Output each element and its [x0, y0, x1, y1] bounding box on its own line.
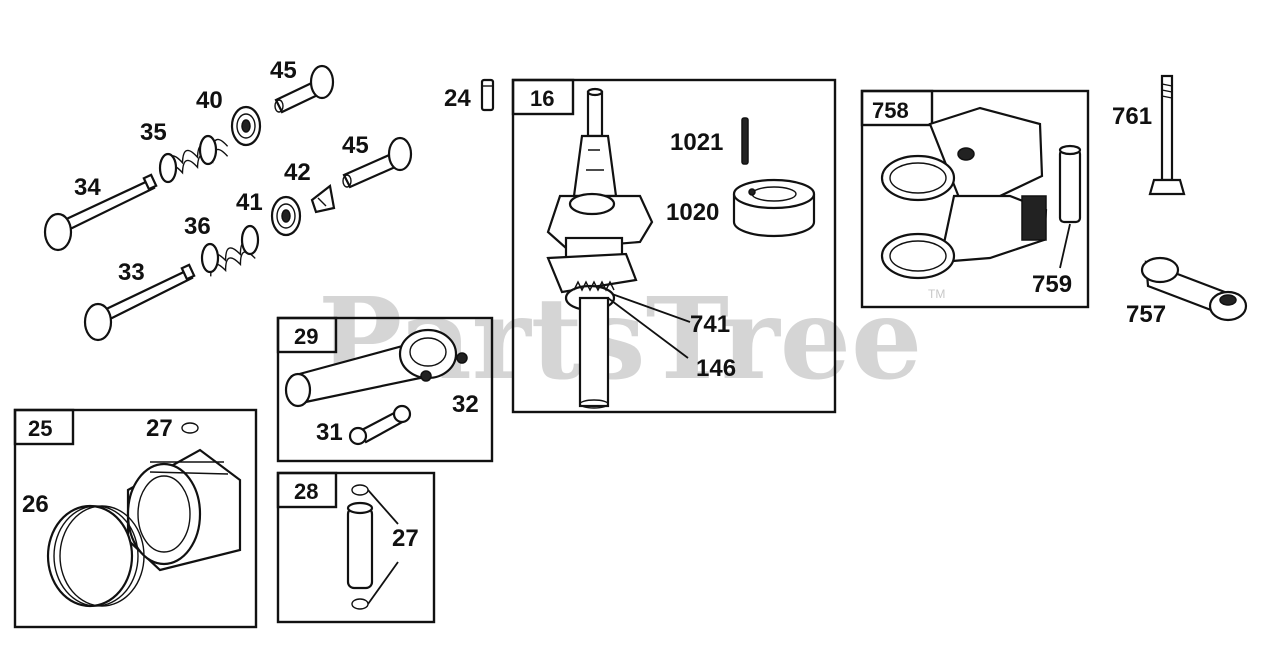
callout-42: 42 [284, 159, 311, 186]
valve-intake[interactable] [83, 263, 196, 342]
callout-27-lower: 27 [392, 525, 419, 552]
box-29-connecting-rod: 29 [276, 316, 494, 463]
valve-spring-lower[interactable] [200, 224, 260, 277]
dowel-pin[interactable] [1058, 144, 1082, 224]
crankshaft-washer[interactable] [732, 178, 816, 238]
valve-tappet-upper[interactable] [274, 64, 335, 114]
crankshaft[interactable] [546, 87, 654, 409]
leader-146 [607, 297, 689, 359]
valve-retainer-upper[interactable] [230, 105, 262, 147]
valve-exhaust[interactable] [43, 173, 158, 252]
callout-757: 757 [1126, 301, 1166, 328]
valve-spring-upper[interactable] [158, 134, 229, 184]
callout-741: 741 [690, 311, 730, 338]
watermark-trademark: TM [928, 287, 945, 301]
callout-33: 33 [118, 259, 145, 286]
callout-36: 36 [184, 213, 211, 240]
callout-45-lower: 45 [342, 132, 369, 159]
callout-26: 26 [22, 491, 49, 518]
callout-1021: 1021 [670, 129, 723, 156]
callout-35: 35 [140, 119, 167, 146]
callout-31: 31 [316, 419, 343, 446]
connecting-link[interactable] [1140, 256, 1248, 322]
callout-146: 146 [696, 355, 736, 382]
piston-rings[interactable] [46, 504, 145, 608]
callout-41: 41 [236, 189, 263, 216]
box-label-29: 29 [294, 324, 318, 349]
piston[interactable] [126, 448, 242, 572]
box-16-crankshaft: 16 [511, 78, 837, 414]
callout-1020: 1020 [666, 199, 719, 226]
piston-pin[interactable] [346, 501, 374, 590]
crankshaft-pin[interactable] [741, 117, 749, 165]
valve-retainer-lower[interactable] [270, 195, 302, 237]
box-label-16: 16 [530, 86, 554, 111]
valve-collet[interactable] [310, 184, 336, 214]
bearing-housing[interactable] [880, 106, 1048, 280]
leader-27-bottom [367, 561, 399, 605]
leader-27-top [367, 489, 399, 525]
callout-761: 761 [1112, 103, 1152, 130]
piston-pin-clip-upper[interactable] [181, 422, 199, 434]
box-label-758: 758 [872, 98, 909, 123]
box-label-25: 25 [28, 416, 52, 441]
leader-759 [1059, 223, 1071, 269]
box-758-bearing-housing: 758 [860, 89, 1090, 309]
connecting-rod-cap[interactable] [348, 404, 412, 446]
callout-24: 24 [444, 85, 471, 112]
valve-tappet-lower[interactable] [342, 136, 413, 189]
callout-759: 759 [1032, 271, 1072, 298]
box-25-piston: 25 [13, 408, 258, 629]
connecting-rod[interactable] [284, 328, 468, 408]
flywheel-key[interactable] [480, 78, 495, 112]
box-28-piston-pin: 28 [276, 471, 436, 624]
leader-741 [611, 293, 691, 323]
bolt[interactable] [1148, 74, 1186, 196]
callout-27-upper: 27 [146, 415, 173, 442]
callout-32: 32 [452, 391, 479, 418]
callout-34: 34 [74, 174, 101, 201]
callout-45-upper: 45 [270, 57, 297, 84]
box-label-28: 28 [294, 479, 318, 504]
callout-40: 40 [196, 87, 223, 114]
